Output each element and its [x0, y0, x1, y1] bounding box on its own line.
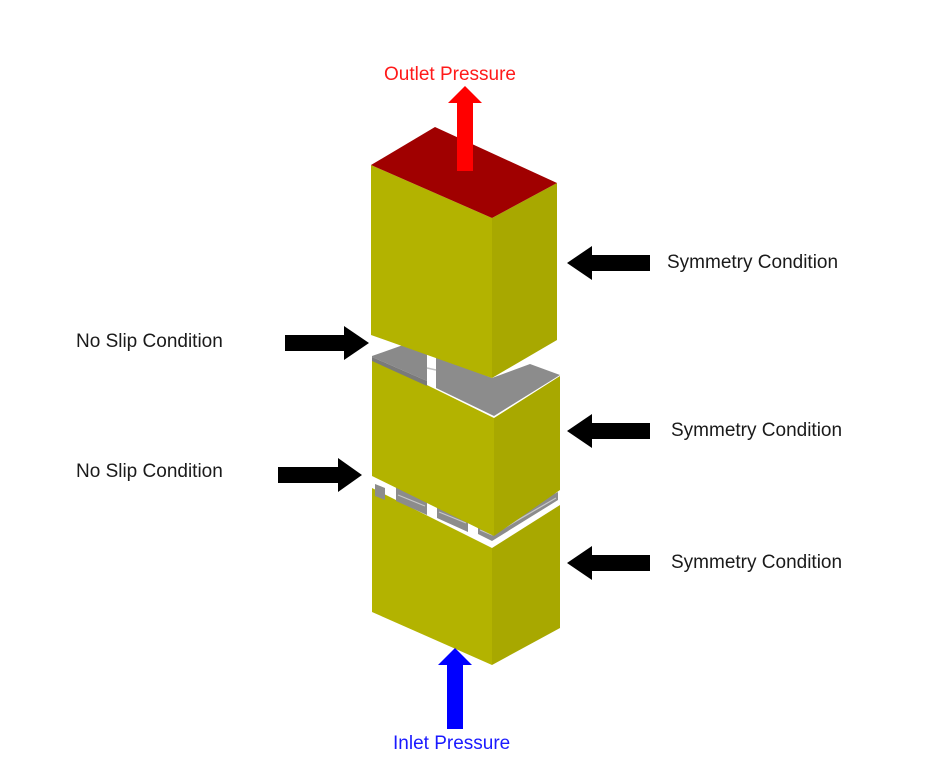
wall-slot [375, 484, 385, 500]
middle-block-right-face [494, 376, 560, 536]
outlet-arrow-icon [448, 86, 482, 171]
middle-block-front-face [372, 358, 494, 536]
middle-block [372, 339, 560, 536]
no-slip-wall-upper-left2 [372, 357, 427, 386]
symmetry-label-3: Symmetry Condition [671, 552, 843, 573]
symmetry-arrow-1-icon [567, 246, 650, 280]
no-slip-wall-upper-right [436, 354, 560, 416]
symmetry-label-1: Symmetry Condition [667, 252, 839, 273]
inlet-pressure-label: Inlet Pressure [393, 733, 511, 754]
inlet-arrow-icon [438, 648, 472, 729]
outlet-pressure-label: Outlet Pressure [384, 64, 516, 85]
no-slip-label-2: No Slip Condition [76, 461, 223, 482]
no-slip-arrow-1-icon [285, 326, 369, 360]
symmetry-arrow-3-icon [567, 546, 650, 580]
top-block [371, 127, 557, 378]
bottom-block-right-face [492, 505, 560, 665]
top-block-right-face [492, 183, 557, 378]
no-slip-arrow-2-icon [278, 458, 362, 492]
top-block-front-face [371, 165, 492, 378]
symmetry-arrow-2-icon [567, 414, 650, 448]
no-slip-label-1: No Slip Condition [76, 331, 223, 352]
outlet-face [371, 127, 557, 218]
symmetry-label-2: Symmetry Condition [671, 420, 843, 441]
bottom-block-front-face [372, 488, 492, 665]
